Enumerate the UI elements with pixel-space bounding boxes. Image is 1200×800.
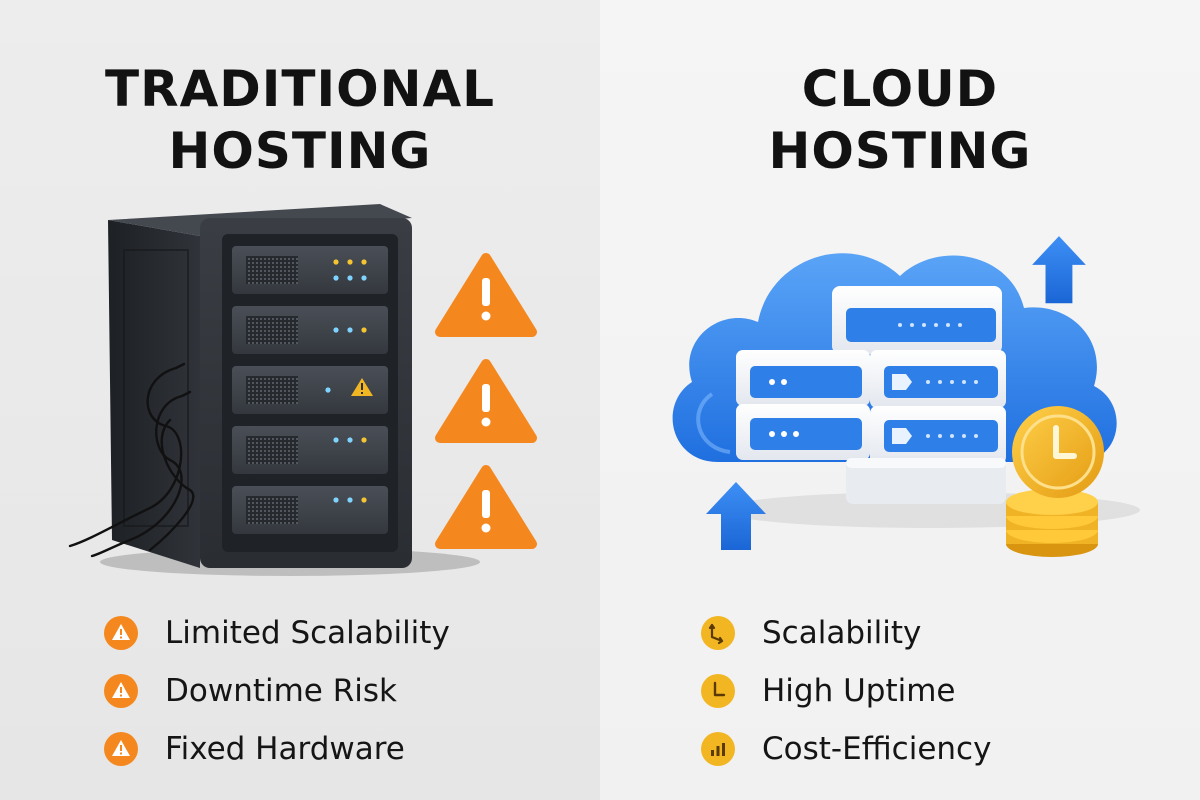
drive-bay (232, 306, 388, 354)
list-item: High Uptime (700, 662, 991, 720)
list-item: Downtime Risk (103, 662, 450, 720)
traditional-server-illustration (68, 204, 537, 576)
server-rack-icon (68, 204, 412, 568)
feature-label: High Uptime (762, 673, 956, 709)
list-item: Fixed Hardware (103, 720, 450, 778)
scale-arrows-icon (701, 616, 735, 650)
uptime-clock-icon (701, 674, 735, 708)
title-line-1: CLOUD (801, 60, 999, 118)
arrow-up-icon (1032, 236, 1086, 304)
clock-coin-icon (1012, 406, 1104, 498)
warning-icon (104, 674, 138, 708)
drive-bay (232, 486, 388, 534)
cloud-hosting-title: CLOUD HOSTING (600, 58, 1200, 182)
title-line-2: HOSTING (768, 122, 1032, 180)
server-unit (846, 458, 1006, 504)
warning-icon (435, 359, 537, 443)
traditional-feature-list: Limited Scalability Downtime Risk (103, 604, 450, 778)
cloud-feature-list: Scalability High Uptime Cost-Efficiency (700, 604, 991, 778)
list-item: Cost-Efficiency (700, 720, 991, 778)
bar-chart-icon (701, 732, 735, 766)
warning-icon (104, 616, 138, 650)
server-unit (736, 350, 870, 406)
traditional-hosting-panel: TRADITIONAL HOSTING (0, 0, 600, 800)
coin-stack-icon (1006, 489, 1098, 557)
bay-warning-icon (351, 378, 373, 396)
cloud-server-illustration (672, 236, 1140, 557)
title-line-2: HOSTING (168, 122, 432, 180)
drive-bay (232, 426, 388, 474)
cloud-server-stack (736, 286, 1006, 504)
traditional-hosting-title: TRADITIONAL HOSTING (0, 58, 600, 182)
server-unit (832, 286, 1002, 354)
warning-icon (435, 465, 537, 549)
arrow-up-icon (706, 482, 766, 550)
drive-bay (232, 246, 388, 294)
warning-icon (104, 732, 138, 766)
warning-icon (435, 253, 537, 337)
feature-label: Fixed Hardware (165, 731, 405, 767)
server-unit (870, 406, 1006, 464)
drive-bay (232, 366, 388, 414)
feature-label: Downtime Risk (165, 673, 397, 709)
tangled-cables (68, 362, 195, 558)
feature-label: Scalability (762, 615, 922, 651)
feature-label: Limited Scalability (165, 615, 450, 651)
list-item: Limited Scalability (103, 604, 450, 662)
feature-label: Cost-Efficiency (762, 731, 992, 767)
cloud-hosting-panel: CLOUD HOSTING (600, 0, 1200, 800)
list-item: Scalability (700, 604, 991, 662)
server-unit (870, 350, 1006, 408)
title-line-1: TRADITIONAL (104, 60, 496, 118)
server-unit (736, 404, 870, 460)
